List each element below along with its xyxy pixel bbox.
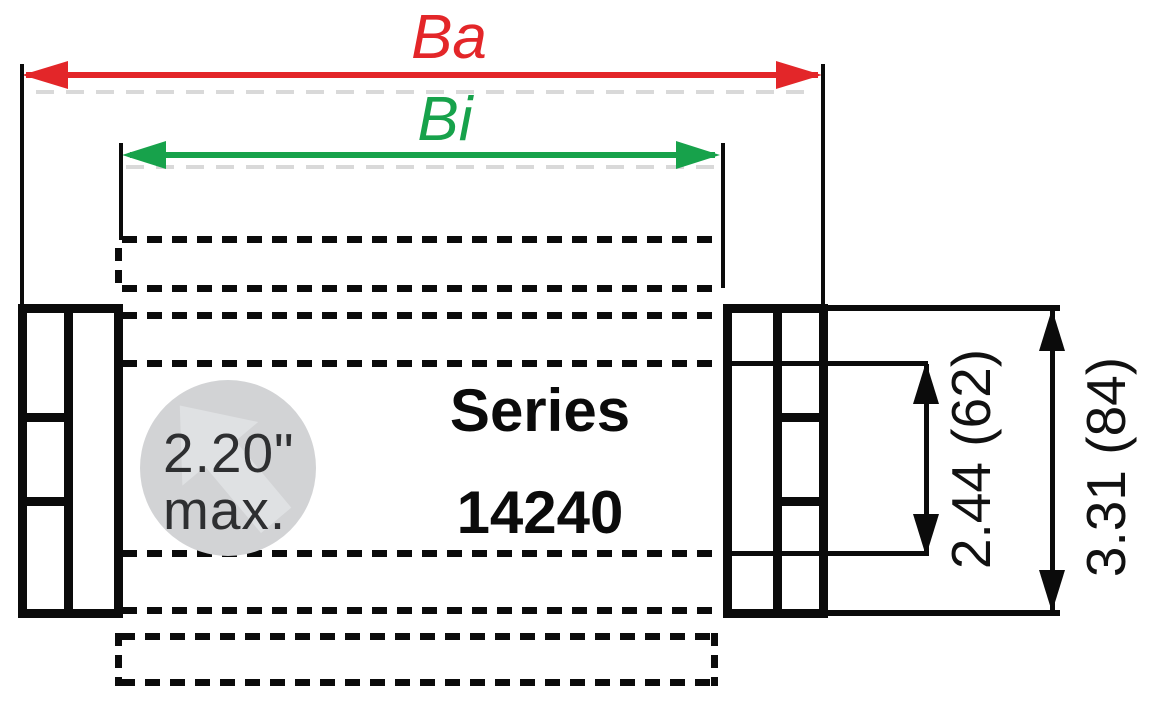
upper-tube-dashed-bottom	[122, 285, 718, 292]
mid-diameter-extension-top	[731, 361, 928, 366]
lower-tube-dashed-right-edge	[711, 633, 718, 686]
outer-diameter-arrowhead-up-icon	[1039, 309, 1065, 351]
ghost-dashed-line-under-ba	[36, 90, 814, 94]
right-block-vertical-divider	[773, 304, 782, 618]
ghost-dashed-line-under-bi	[126, 165, 716, 169]
series-word: Series	[449, 377, 631, 444]
lower-tube-dashed-left-edge	[115, 633, 122, 686]
right-block-horizontal-divider-upper	[773, 413, 828, 422]
left-block-horizontal-divider-upper	[18, 413, 73, 422]
mid-diameter-arrowhead-up-icon	[913, 362, 939, 404]
left-block-horizontal-divider-lower	[18, 497, 73, 506]
outer-diameter-extension-top	[826, 305, 1060, 311]
outer-diameter-arrowhead-down-icon	[1039, 570, 1065, 612]
roller-dashed-line-lower	[122, 607, 718, 614]
upper-tube-dashed-left-edge	[115, 248, 122, 285]
bi-arrowhead-left-icon	[122, 141, 166, 169]
outer-diameter-extension-bottom	[826, 610, 1060, 616]
series-number: 14240	[456, 479, 624, 546]
roller-dashed-line-mid-bottom	[122, 550, 718, 557]
upper-tube-dashed-top	[122, 236, 718, 243]
ba-dimension-line	[26, 72, 818, 78]
roller-dashed-line-mid-top	[122, 360, 718, 367]
mid-diameter-dimension-line	[924, 364, 929, 556]
max-diameter-circle	[140, 380, 316, 556]
outer-diameter-label: 3.31 (84)	[1075, 356, 1137, 578]
ba-arrowhead-right-icon	[776, 61, 822, 89]
bi-arrowhead-right-icon	[676, 141, 720, 169]
bi-extension-line-left	[119, 143, 123, 240]
roller-dashed-line-upper	[122, 312, 718, 319]
max-diameter-qualifier: max.	[163, 479, 287, 541]
ba-extension-line-left	[20, 64, 24, 308]
outer-diameter-dimension-line	[1050, 311, 1055, 612]
mid-diameter-extension-bottom	[731, 551, 928, 556]
ba-extension-line-right	[821, 64, 825, 308]
max-diameter-value: 2.20"	[163, 422, 295, 484]
right-block-horizontal-divider-lower	[773, 497, 828, 506]
bi-dimension-line	[130, 152, 715, 158]
ba-arrowhead-left-icon	[22, 61, 68, 89]
lower-tube-dashed-bottom	[120, 679, 714, 686]
lower-tube-dashed-top	[120, 633, 714, 640]
mid-diameter-label: 2.44 (62)	[940, 348, 1002, 570]
ba-dimension-label: Ba	[411, 3, 487, 72]
left-block-vertical-divider	[64, 304, 73, 618]
bi-extension-line-right	[721, 143, 725, 288]
bi-dimension-label: Bi	[417, 85, 473, 154]
mid-diameter-arrowhead-down-icon	[913, 514, 939, 556]
